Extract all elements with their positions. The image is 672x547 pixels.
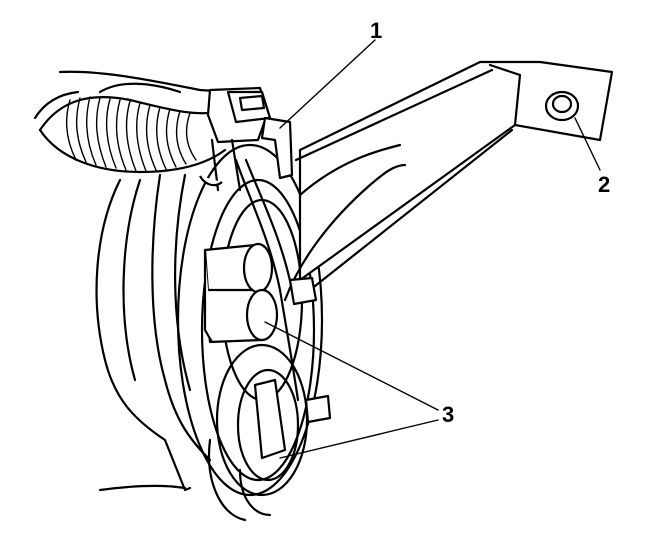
hub-assembly	[176, 143, 324, 497]
callout-3: 3	[442, 402, 454, 427]
callout-2: 2	[598, 172, 610, 197]
sensor-lead	[234, 158, 300, 402]
rotor-backing-plate	[95, 173, 212, 492]
leader-lines	[264, 39, 601, 459]
mounting-bracket	[283, 60, 614, 424]
harness-connector	[199, 86, 294, 192]
callout-1: 1	[370, 18, 382, 43]
wiring-harness	[33, 70, 232, 174]
tone-ring	[208, 343, 309, 522]
